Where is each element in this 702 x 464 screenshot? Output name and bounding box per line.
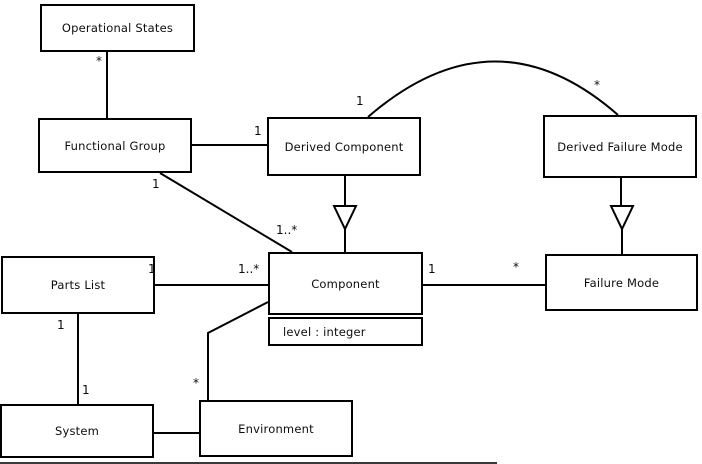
class-label: Parts List	[50, 278, 106, 292]
generalization-triangle-icon	[332, 205, 358, 232]
class-parts-list[interactable]: Parts List	[1, 256, 155, 314]
multiplicity-derived-component-end: 1	[254, 124, 262, 138]
class-label: Component	[311, 276, 380, 291]
multiplicity-component-end-to-failure-mode: 1	[428, 262, 436, 276]
attribute-label: level : integer	[283, 324, 366, 339]
class-system[interactable]: System	[0, 404, 154, 458]
multiplicity-arc-derived-component-end: 1	[356, 94, 364, 108]
multiplicity-environment-end: *	[193, 376, 199, 390]
class-environment[interactable]: Environment	[199, 400, 353, 457]
class-derived-failure-mode[interactable]: Derived Failure Mode	[543, 115, 697, 178]
edge-functional-group-component[interactable]	[159, 172, 293, 253]
class-label: Derived Component	[284, 139, 404, 154]
edge-derived-component-component-generalization[interactable]	[332, 175, 358, 252]
class-label: Derived Failure Mode	[557, 139, 683, 154]
multiplicity-functional-group-end: 1	[152, 177, 160, 191]
class-functional-group[interactable]: Functional Group	[38, 118, 192, 173]
edge-derived-failure-mode-failure-mode-generalization[interactable]	[609, 178, 635, 254]
class-failure-mode[interactable]: Failure Mode	[545, 254, 698, 311]
multiplicity-parts-list-system-top: 1	[57, 318, 65, 332]
class-operational-states[interactable]: Operational States	[40, 4, 195, 52]
class-label: Failure Mode	[583, 275, 660, 290]
edge-component-environment[interactable]	[207, 301, 269, 400]
class-derived-component[interactable]: Derived Component	[267, 117, 421, 176]
generalization-triangle-icon	[609, 205, 635, 232]
window-edge	[0, 462, 497, 464]
multiplicity-component-end-from-parts-list: 1..*	[238, 262, 260, 276]
class-label: System	[54, 424, 100, 438]
edge-derived-component-derived-failure-mode-arc[interactable]	[367, 60, 619, 118]
multiplicity-operational-states-end: *	[96, 54, 102, 68]
multiplicity-parts-list-system-bottom: 1	[82, 383, 90, 397]
multiplicity-arc-derived-failure-mode-end: *	[594, 78, 600, 92]
multiplicity-parts-list-end: 1	[148, 262, 156, 276]
class-label: Operational States	[61, 21, 174, 35]
class-label: Functional Group	[64, 138, 166, 153]
multiplicity-component-end-from-functional-group: 1..*	[276, 223, 298, 237]
class-label: Environment	[238, 421, 314, 436]
class-component-attributes[interactable]: level : integer	[268, 317, 423, 346]
multiplicity-failure-mode-end: *	[513, 260, 519, 274]
class-component[interactable]: Component	[268, 252, 423, 315]
